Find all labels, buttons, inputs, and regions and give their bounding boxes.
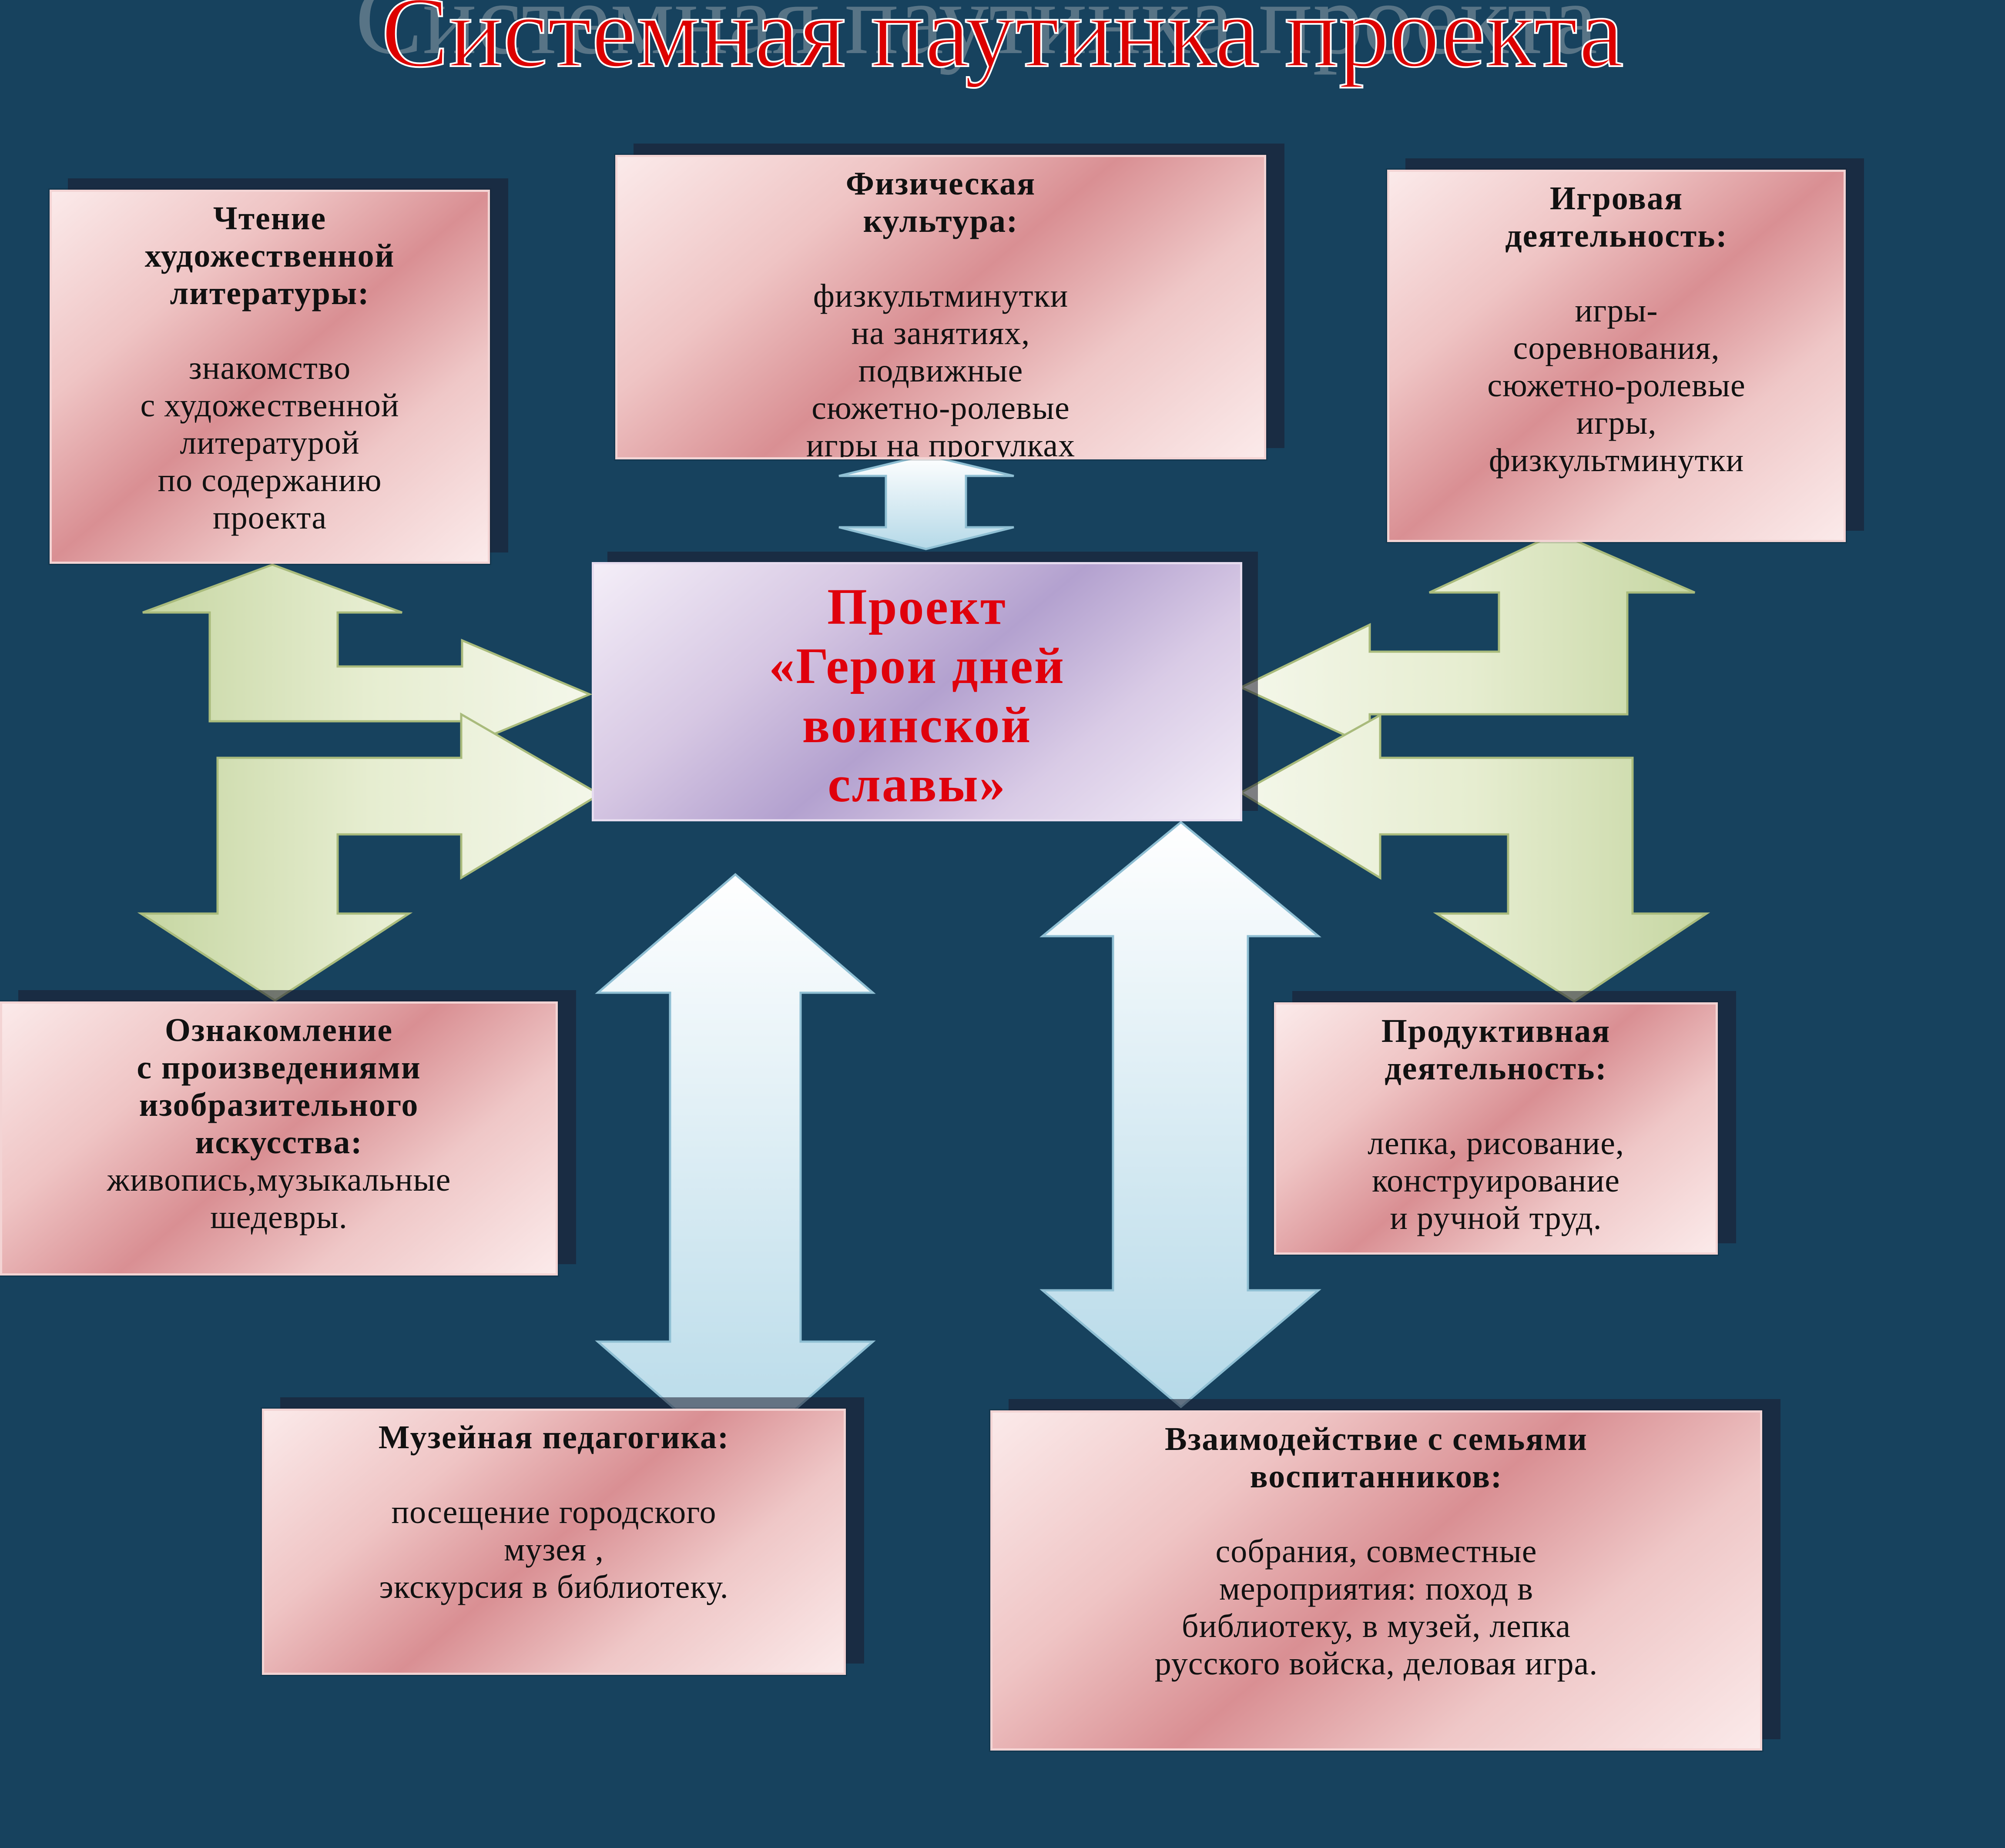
box-reading: Чтение художественной литературы: знаком… [50, 190, 490, 564]
box-productive-body: лепка, рисование, конструирование и ручн… [1368, 1125, 1624, 1236]
arrow-center-art [137, 712, 602, 1002]
box-museum: Музейная педагогика: посещение городског… [262, 1409, 846, 1675]
center-project-box: Проект «Герои дней воинской славы» [592, 562, 1242, 821]
arrow-museum-center [595, 873, 876, 1463]
arrow-game-center [1238, 532, 1695, 748]
box-art-body: живопись,музыкальные шедевры. [107, 1162, 451, 1235]
center-project-title: Проект «Герои дней воинской славы» [769, 578, 1065, 813]
box-game-heading: Игровая деятельность: [1505, 180, 1728, 254]
arrow-family-center [1039, 820, 1321, 1409]
box-physical-body: физкультминутки на занятиях, подвижные с… [806, 278, 1076, 459]
box-productive-heading: Продуктивная деятельность: [1381, 1013, 1611, 1087]
arrow-physical-center [838, 454, 1014, 550]
box-family-heading: Взаимодействие с семьями воспитанников: [1165, 1421, 1588, 1495]
box-game: Игровая деятельность: игры- соревнования… [1387, 170, 1846, 542]
box-museum-heading: Музейная педагогика: [378, 1419, 730, 1456]
box-art-heading: Ознакомление с произведениями изобразите… [137, 1012, 421, 1161]
arrow-reading-center [142, 563, 593, 749]
box-family-body: собрания, совместные мероприятия: поход … [1154, 1533, 1598, 1682]
box-game-body: игры- соревнования, сюжетно-ролевые игры… [1487, 292, 1746, 479]
box-art: Ознакомление с произведениями изобразите… [0, 1001, 558, 1276]
box-reading-heading: Чтение художественной литературы: [144, 200, 395, 311]
box-family: Взаимодействие с семьями воспитанников: … [990, 1410, 1762, 1751]
box-museum-body: посещение городского музея , экскурсия в… [379, 1494, 729, 1605]
page-title: Системная паутинка проекта [381, 0, 1625, 88]
box-reading-body: знакомство с художественной литературой … [140, 350, 399, 536]
box-physical: Физическая культура: физкультминутки на … [615, 155, 1266, 459]
arrow-center-productive [1239, 713, 1710, 1003]
box-physical-heading: Физическая культура: [845, 165, 1036, 239]
box-productive: Продуктивная деятельность: лепка, рисова… [1274, 1002, 1718, 1255]
